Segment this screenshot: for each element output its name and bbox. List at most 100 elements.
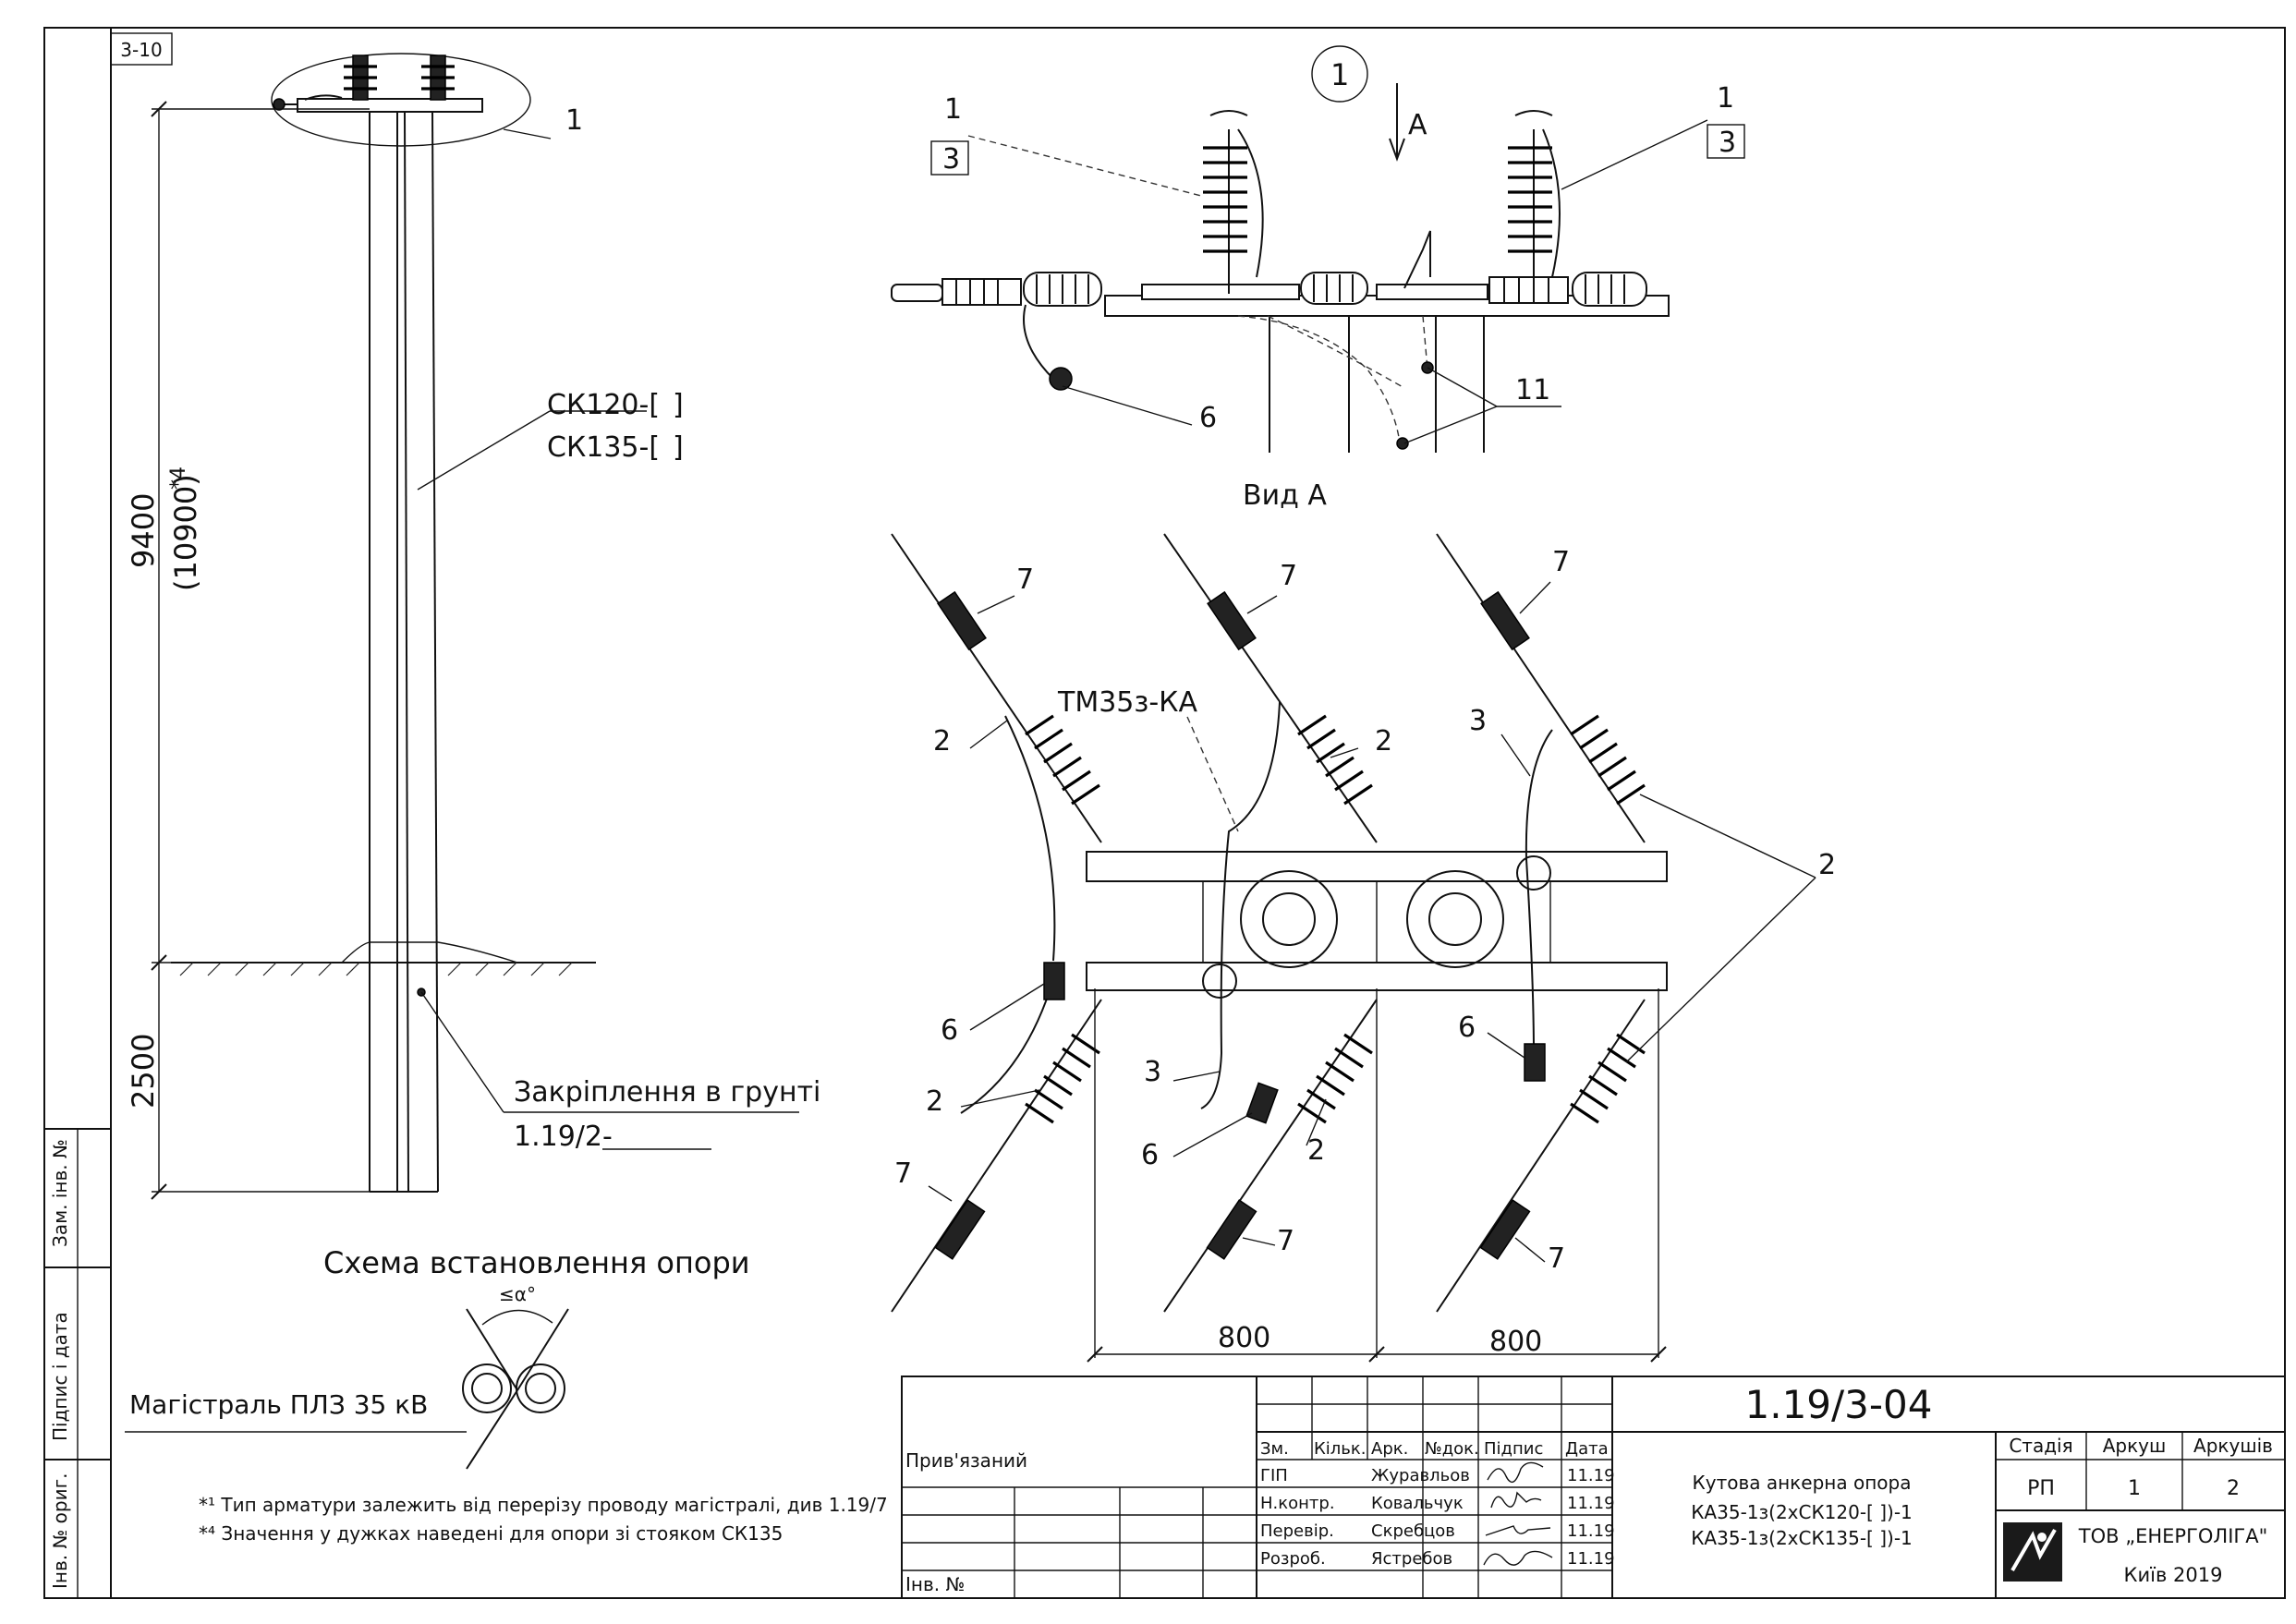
ground-fixing-ref: 1.19/2-	[514, 1121, 613, 1153]
mast-elevation: 1 СК120-[ ] СК135-[ ]	[126, 53, 820, 1200]
view-a-insulator-h2	[1300, 272, 1368, 305]
scheme-angle: ≤α°	[499, 1283, 536, 1305]
plan-label-2-a: 2	[933, 725, 951, 757]
company-logo	[2003, 1522, 2062, 1582]
mast-profile-2-bracket: ]	[673, 431, 684, 464]
view-a-insulator-h1	[1023, 272, 1102, 307]
scheme-title: Схема встановлення опори	[323, 1245, 750, 1280]
tb-sheet-h: Аркуш	[2103, 1435, 2167, 1457]
top-insulator-left	[344, 55, 377, 101]
plan-label-7-e: 7	[1277, 1225, 1294, 1257]
sheet-ref-box	[110, 32, 173, 66]
tb-title-2: КА35-1з(2хСК120-[ ])-1	[1691, 1501, 1913, 1523]
view-a-caption: Вид А	[1243, 479, 1327, 512]
page-border	[43, 27, 2286, 1599]
mast-height-alt: (10900)	[168, 474, 203, 591]
stamp-inventory: Інв. № ориг.	[49, 1473, 71, 1589]
plan-insulator-upper-1	[1025, 714, 1100, 806]
stamp-replaced: Зам. інв. №	[49, 1139, 71, 1247]
tb-stage-h: Стадія	[2009, 1435, 2072, 1457]
plan-pole-left	[1240, 870, 1338, 968]
mast-profile-2: СК135-[	[547, 431, 660, 464]
plan-label-2-b: 2	[1375, 725, 1392, 757]
tb-title-3: КА35-1з(2хСК135-[ ])-1	[1691, 1527, 1913, 1549]
tb-sheet: 1	[2128, 1477, 2141, 1500]
plan-dim-800-right: 800	[1489, 1326, 1542, 1358]
tb-city-year: Київ 2019	[2124, 1564, 2223, 1586]
node-circle-label: 1	[1330, 57, 1349, 92]
plan-label-6-c: 6	[1458, 1012, 1476, 1044]
tb-row-1-date: 11.19	[1567, 1466, 1615, 1485]
ground-hatching	[179, 962, 573, 976]
scheme-line-label: Магістраль ПЛЗ 35 кВ	[129, 1389, 428, 1420]
callout-1-label: 1	[565, 104, 583, 137]
plan-insulator-lower-1	[1025, 1033, 1100, 1124]
view-a-insulator-v1	[1203, 110, 1264, 294]
plan-label-2-c: 2	[1818, 849, 1836, 881]
stamp-signature: Підпис і дата	[49, 1312, 71, 1441]
plan-label-7-f: 7	[1548, 1242, 1565, 1275]
sheet-ref: 3-10	[120, 39, 162, 61]
view-a-insulator-h3	[1572, 272, 1647, 307]
view-a-label-3-left: 3	[942, 143, 960, 176]
tb-col-ndok: №док.	[1425, 1439, 1479, 1459]
tb-sheets-h: Аркушів	[2193, 1435, 2273, 1457]
plan-insulator-upper-3	[1570, 714, 1646, 806]
plan-insulator-lower-2	[1297, 1033, 1373, 1124]
drawing-frame	[110, 27, 2286, 1599]
node-circle	[1311, 45, 1368, 103]
plan-label-3-a: 3	[1469, 705, 1487, 737]
scheme-pole-right	[516, 1363, 565, 1413]
plan-label-7-d: 7	[894, 1157, 912, 1190]
callout-1-bubble	[271, 53, 531, 147]
tb-col-pidpys: Підпис	[1484, 1439, 1543, 1459]
tb-row-1-role: ГІП	[1260, 1466, 1288, 1485]
mast-depth: 2500	[126, 1034, 161, 1109]
plan-insulator-upper-2	[1297, 714, 1373, 806]
tb-stage: РП	[2027, 1477, 2055, 1500]
tb-sheets: 2	[2227, 1477, 2240, 1500]
scheme-pole-left	[462, 1363, 512, 1413]
tb-row-3-role: Перевір.	[1260, 1521, 1334, 1541]
plan-label-7-c: 7	[1552, 546, 1570, 578]
tb-row-4-date: 11.19	[1567, 1549, 1615, 1569]
plan-view: 7 7 7 7 7 7 2 2 2 2 2 3 3 6 6 6 ТМ35з-КА	[891, 533, 1836, 1363]
plan-label-7-b: 7	[1280, 560, 1297, 592]
view-arrow-label: А	[1408, 109, 1427, 141]
tb-row-2-role: Н.контр.	[1260, 1494, 1335, 1513]
top-insulator-right	[421, 55, 455, 101]
tb-row-4-name: Ястребов	[1371, 1549, 1452, 1569]
tb-doc-code: 1.19/3-04	[1745, 1382, 1933, 1427]
mast-height-note: *4	[167, 467, 190, 490]
view-a-insulator-v2	[1508, 110, 1561, 294]
plan-label-2-e: 2	[1307, 1134, 1325, 1167]
note-2: *⁴ Значення у дужках наведені для опори …	[199, 1522, 783, 1545]
plan-insulator-lower-3	[1570, 1033, 1646, 1124]
view-a-label-1-left: 1	[944, 93, 962, 126]
tb-title-1: Кутова анкерна опора	[1693, 1472, 1912, 1494]
plan-label-6-a: 6	[941, 1014, 958, 1047]
plan-label-tm: ТМ35з-КА	[1057, 686, 1197, 719]
tb-row-4-role: Розроб.	[1260, 1549, 1326, 1569]
note-1: *¹ Тип арматури залежить від перерізу пр…	[199, 1494, 888, 1516]
view-a-label-6: 6	[1199, 402, 1217, 434]
tb-row-3-name: Скребцов	[1371, 1521, 1455, 1541]
title-block: Прив'язаний Інв. № Зм. Кільк. Арк. №док.…	[901, 1376, 2286, 1599]
mast-profile-1: СК120-[	[547, 389, 660, 421]
plan-label-6-b: 6	[1141, 1139, 1159, 1171]
tb-pryv: Прив'язаний	[905, 1449, 1027, 1472]
mast-height: 9400	[126, 493, 161, 568]
plan-pole-right	[1406, 870, 1504, 968]
ground-fixing-caption: Закріплення в грунті	[514, 1076, 820, 1109]
plan-dim-800-left: 800	[1218, 1322, 1270, 1354]
view-a-label-11: 11	[1515, 374, 1550, 406]
installation-scheme: Схема встановлення опори ≤α° Магістраль …	[125, 1245, 750, 1470]
view-a-label-1-right: 1	[1717, 82, 1734, 115]
tb-row-2-date: 11.19	[1567, 1494, 1615, 1513]
tb-col-kilk: Кільк.	[1314, 1439, 1367, 1459]
plan-label-3-b: 3	[1144, 1056, 1161, 1088]
tb-col-ark: Арк.	[1371, 1439, 1408, 1459]
tb-company: ТОВ „ЕНЕРГОЛІГА"	[2078, 1525, 2267, 1547]
tb-inv: Інв. №	[905, 1573, 965, 1595]
